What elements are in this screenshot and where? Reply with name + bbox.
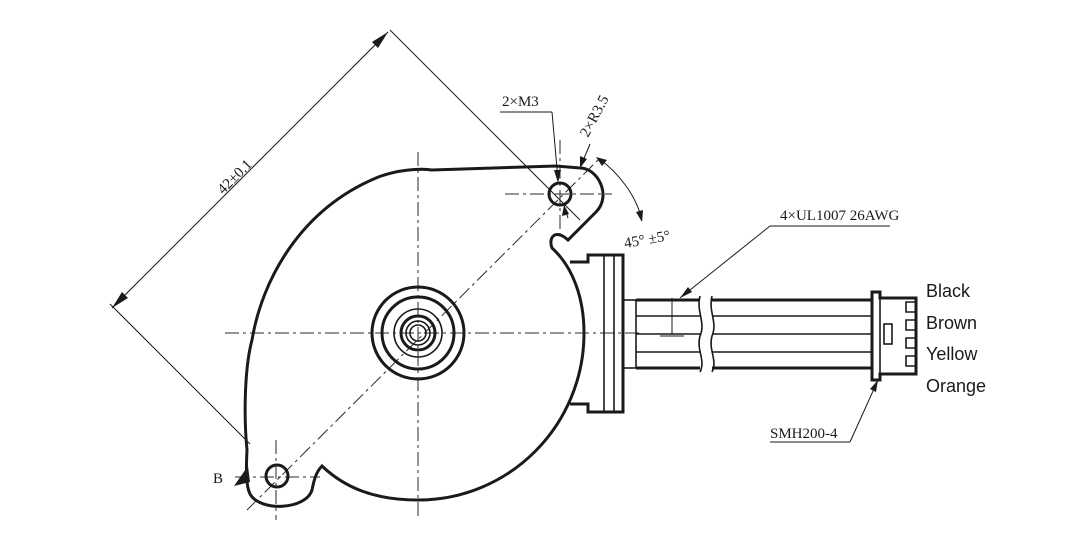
wire-label-black: Black xyxy=(926,281,971,301)
connector-label: SMH200-4 xyxy=(770,426,838,442)
connector-callout: SMH200-4 xyxy=(770,379,879,443)
m3-callout: 2×M3 xyxy=(500,94,569,219)
angle-label: 45° ±5° xyxy=(623,228,672,252)
mount-holes xyxy=(264,181,573,489)
cable-callout: 4×UL1007 26AWG xyxy=(660,208,899,337)
view-b-label: B xyxy=(213,471,223,487)
overall-dimension-label: 42±0.1 xyxy=(215,157,256,198)
view-b-marker: B xyxy=(213,466,250,487)
wire-labels: Black Brown Yellow Orange xyxy=(926,281,986,396)
cable-label: 4×UL1007 26AWG xyxy=(780,208,899,224)
r35-label: 2×R3.5 xyxy=(577,93,612,140)
m3-label: 2×M3 xyxy=(502,94,539,110)
shaft-boss xyxy=(370,285,466,381)
r35-callout: 2×R3.5 xyxy=(577,93,613,169)
wire-label-brown: Brown xyxy=(926,313,977,333)
wire-label-yellow: Yellow xyxy=(926,344,978,364)
center-lines xyxy=(225,140,640,520)
overall-dimension: 42±0.1 xyxy=(109,29,581,445)
connector-smh200-4 xyxy=(870,290,918,382)
angle-callout: 45° ±5° xyxy=(596,157,671,252)
wire-bundle xyxy=(636,295,872,373)
cable-exit-housing xyxy=(570,253,637,414)
wire-label-orange: Orange xyxy=(926,376,986,396)
motor-housing-outline xyxy=(243,164,605,508)
